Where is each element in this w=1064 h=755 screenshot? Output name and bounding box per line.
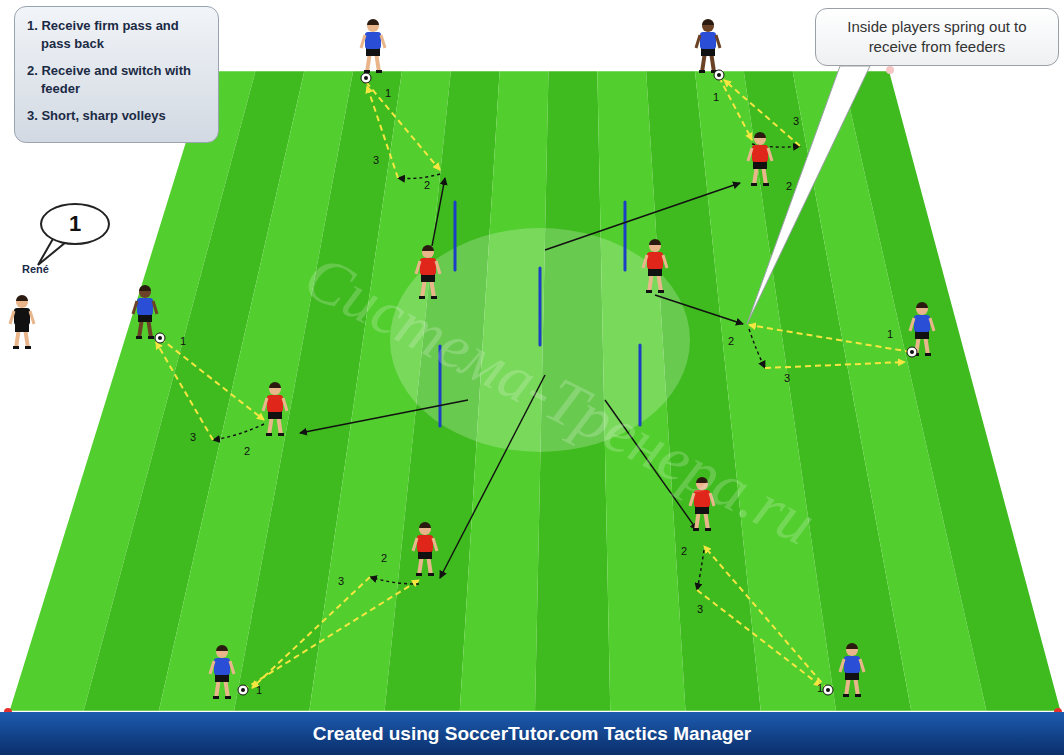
pass-arrow — [749, 325, 911, 352]
player-figure — [133, 285, 165, 343]
player-figure — [210, 645, 248, 699]
player-figure — [263, 382, 287, 436]
step-number: 2 — [244, 445, 250, 457]
pass-arrow — [367, 86, 398, 178]
pass-arrow — [366, 82, 440, 170]
player-figure — [907, 302, 934, 357]
step-number: 1 — [817, 682, 823, 694]
move-arrow — [213, 424, 264, 440]
move-arrow — [749, 329, 765, 368]
pass-arrow — [243, 580, 419, 690]
pass-arrow — [160, 338, 264, 420]
pass-arrow — [252, 577, 370, 688]
player-figure — [823, 643, 864, 697]
move-arrow — [398, 174, 440, 179]
step-number: 3 — [190, 431, 196, 443]
box-text: 1 — [46, 211, 104, 237]
callout-box: Inside players spring out to receive fro… — [815, 8, 1059, 66]
step-number: 2 — [681, 545, 687, 557]
step-number: 1 — [887, 328, 893, 340]
step-number: 2 — [728, 335, 734, 347]
pass-arrow — [724, 80, 800, 146]
player-figure — [361, 19, 385, 83]
pitch-stripe — [841, 70, 1062, 712]
step-number: 3 — [793, 115, 799, 127]
player-figure — [413, 522, 437, 576]
ball — [714, 70, 724, 80]
pass-arrow — [719, 77, 752, 140]
pass-arrow — [704, 546, 828, 690]
step-number: 3 — [373, 154, 379, 166]
step-number: 1 — [256, 684, 262, 696]
ball — [823, 685, 833, 695]
player-figure — [643, 239, 667, 293]
footer-caption: Created using SoccerTutor.com Tactics Ma… — [0, 712, 1064, 755]
pass-arrow — [697, 590, 821, 686]
ball — [907, 347, 917, 357]
player-figure — [10, 295, 34, 349]
callout-bubble: 1 — [40, 203, 110, 245]
step-number: 1 — [180, 335, 186, 347]
step-number: 1 — [385, 87, 391, 99]
player-figure — [696, 19, 724, 80]
step-number: 2 — [381, 552, 387, 564]
step-number: 3 — [784, 372, 790, 384]
ball — [361, 73, 371, 83]
pass-arrow — [765, 362, 905, 368]
move-arrow — [697, 550, 704, 590]
ball — [238, 685, 248, 695]
ball — [155, 333, 165, 343]
step-number: 2 — [424, 179, 430, 191]
box-text: 1. Receive firm pass and pass back — [27, 17, 208, 53]
player-figure — [748, 132, 772, 186]
step-number: 3 — [697, 603, 703, 615]
box-text: Inside players spring out to receive fro… — [826, 17, 1048, 57]
box-text: 3. Short, sharp volleys — [27, 107, 208, 125]
step-number: 1 — [713, 91, 719, 103]
move-arrow — [370, 577, 419, 584]
step-number: 2 — [786, 180, 792, 192]
step-number: 3 — [338, 575, 344, 587]
pass-arrow — [156, 342, 213, 440]
box-text: 2. Receive and switch with feeder — [27, 62, 208, 98]
person-name: René — [22, 263, 49, 275]
instruction-box: 1. Receive firm pass and pass back 2. Rec… — [14, 6, 219, 143]
